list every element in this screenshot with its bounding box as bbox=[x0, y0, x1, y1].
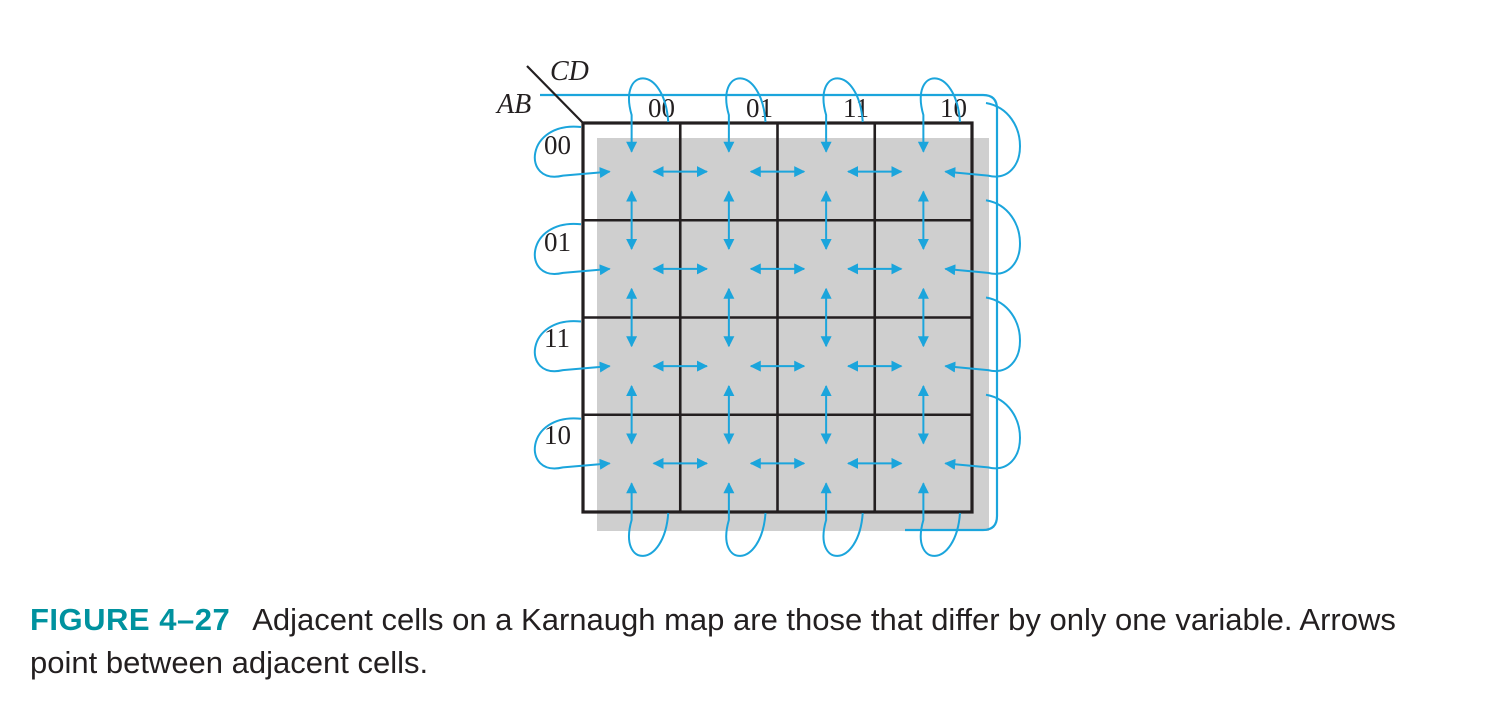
adjacency-arrows bbox=[533, 77, 1021, 557]
corner-diagonal bbox=[526, 65, 584, 124]
column-code-01: 01 bbox=[746, 93, 773, 123]
column-code-11: 11 bbox=[843, 93, 869, 123]
figure-caption-text: Adjacent cells on a Karnaugh map are tho… bbox=[30, 602, 1396, 680]
bottom-wraparound-arrow bbox=[723, 482, 767, 557]
wraparound-frame bbox=[540, 93, 999, 532]
top-wraparound-arrow bbox=[820, 77, 864, 153]
figure-caption-label: FIGURE 4–27 bbox=[30, 602, 231, 637]
right-wraparound-arrow bbox=[944, 199, 1021, 276]
column-code-10: 10 bbox=[940, 93, 967, 123]
top-wraparound-arrow bbox=[917, 77, 961, 153]
bottom-wraparound-arrow bbox=[917, 482, 961, 557]
bottom-wraparound-arrow bbox=[820, 482, 864, 557]
map-shadow bbox=[597, 138, 989, 531]
bottom-wraparound-arrow bbox=[626, 482, 670, 557]
left-wraparound-arrow bbox=[533, 417, 611, 470]
left-wraparound-arrow bbox=[533, 125, 611, 178]
left-wraparound-arrow bbox=[533, 320, 611, 373]
right-wraparound-arrow bbox=[944, 393, 1021, 470]
column-variables-label: CD bbox=[550, 56, 589, 87]
row-code-00: 00 bbox=[544, 130, 571, 160]
row-variables-label: AB bbox=[495, 89, 531, 120]
left-wraparound-arrow bbox=[533, 223, 611, 276]
map-grid bbox=[581, 121, 974, 514]
right-wraparound-arrow bbox=[944, 296, 1021, 373]
right-wraparound-arrow bbox=[944, 102, 1021, 179]
top-wraparound-arrow bbox=[723, 77, 767, 153]
top-wraparound-arrow bbox=[626, 77, 670, 153]
column-code-00: 00 bbox=[648, 93, 675, 123]
